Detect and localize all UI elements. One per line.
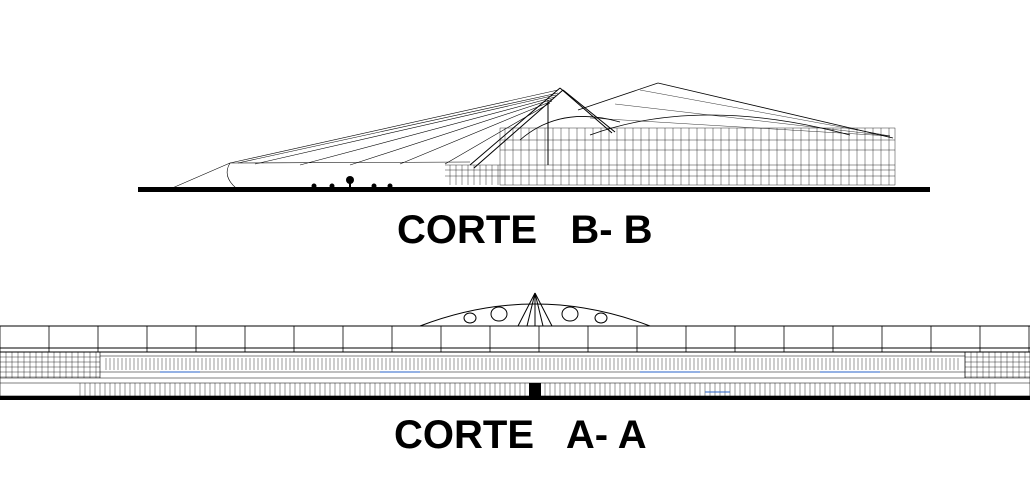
facade-grid-left (0, 351, 100, 378)
section-a-a-title: CORTE A- A (394, 413, 647, 457)
cable-stayed-roof-left (169, 89, 559, 190)
roof-bays (0, 326, 1030, 352)
facade-grid-right (964, 351, 1030, 378)
facade-grid (445, 127, 896, 186)
ground-floor-openings (79, 358, 996, 396)
entrance-door (529, 383, 541, 396)
section-b-b-drawing (138, 82, 930, 192)
main-roof (519, 82, 894, 141)
mast (469, 87, 616, 169)
ground-line (138, 187, 930, 192)
ground-line (0, 396, 1030, 400)
section-a-a-drawing (0, 292, 1030, 400)
glazing-accents (160, 371, 880, 393)
facade-mullions (449, 128, 890, 185)
section-b-b-title: CORTE B- B (397, 208, 653, 252)
roof-frame (0, 325, 1030, 353)
landscape-figures (311, 176, 393, 189)
dome (419, 292, 651, 327)
